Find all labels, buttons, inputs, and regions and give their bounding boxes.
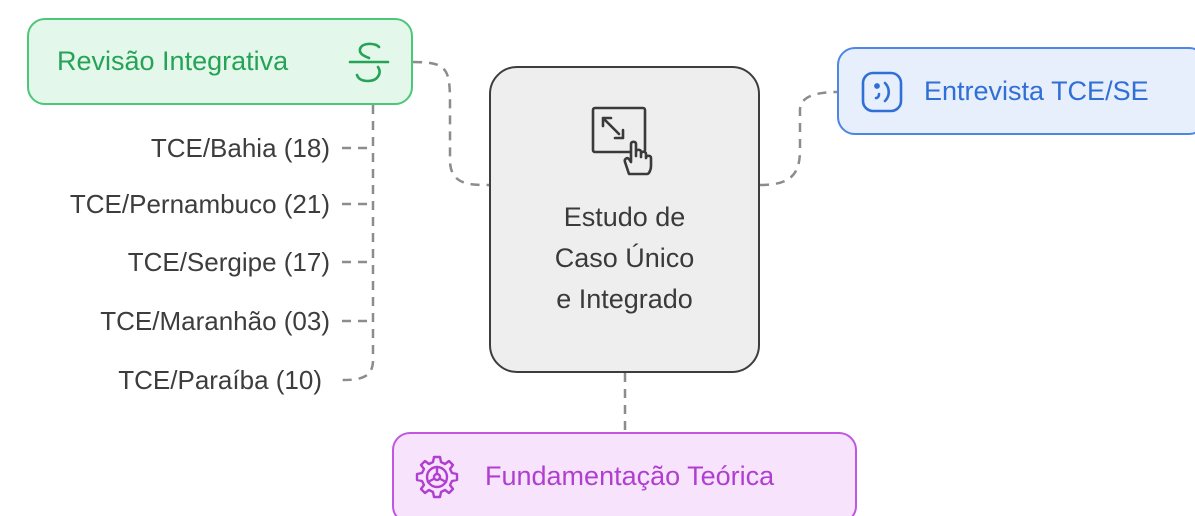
revisao-integrativa-label: Revisão Integrativa xyxy=(57,46,289,76)
central-label-line-1: Estudo de xyxy=(563,202,686,232)
entrevista-node[interactable]: Entrevista TCE/SE xyxy=(837,47,1195,135)
revisao-item-maranhao[interactable]: TCE/Maranhão (03) xyxy=(100,306,330,336)
revisao-integrativa-node[interactable]: Revisão Integrativa xyxy=(27,18,413,105)
central-label-line-2: Caso Único xyxy=(554,243,695,273)
revisao-item-bahia[interactable]: TCE/Bahia (18) xyxy=(150,133,330,163)
central-label-line-3: e Integrado xyxy=(556,284,693,314)
revisao-item-sergipe[interactable]: TCE/Sergipe (17) xyxy=(127,247,330,277)
resize-touch-icon xyxy=(589,104,661,181)
strikethrough-s-icon xyxy=(346,39,392,90)
fundamentacao-node[interactable]: Fundamentação Teórica xyxy=(392,432,857,516)
connector-revisao-central xyxy=(412,60,490,187)
fundamentacao-label: Fundamentação Teórica xyxy=(485,461,775,491)
revisao-item-paraiba[interactable]: TCE/Paraíba (10) xyxy=(118,365,322,395)
entrevista-label: Entrevista TCE/SE xyxy=(924,76,1149,106)
central-node[interactable]: Estudo de Caso Único e Integrado xyxy=(489,66,760,373)
connector-central-entrevista xyxy=(759,90,838,187)
central-node-label: Estudo de Caso Único e Integrado xyxy=(555,197,695,320)
gear-icon xyxy=(414,454,460,505)
revisao-item-pernambuco[interactable]: TCE/Pernambuco (21) xyxy=(69,189,330,219)
chat-smile-icon xyxy=(859,69,905,120)
connector-revisao-spine xyxy=(341,105,375,382)
